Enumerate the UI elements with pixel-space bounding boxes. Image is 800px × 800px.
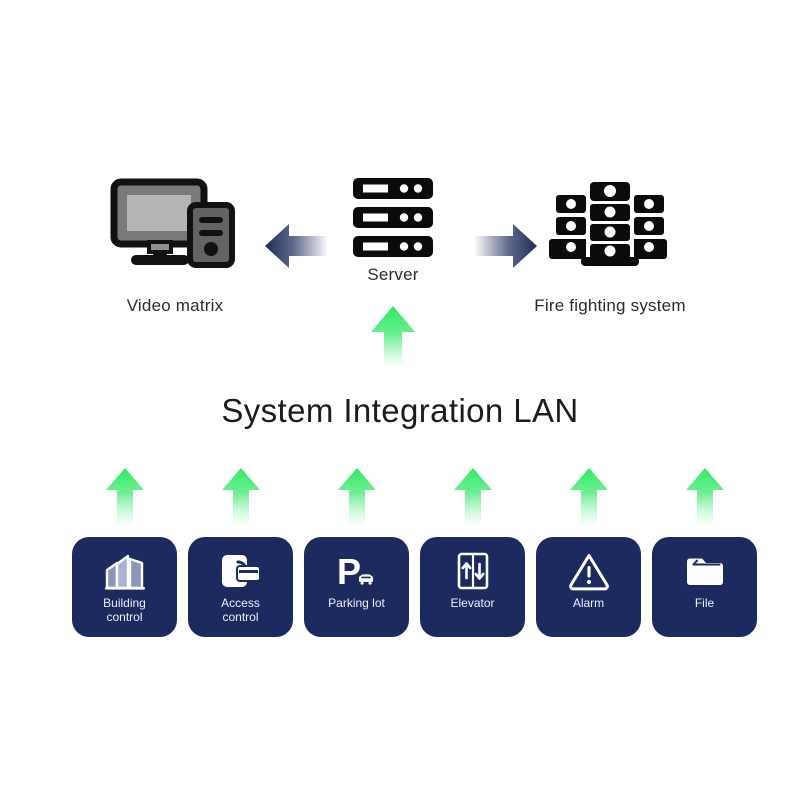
card-col-alarm: Alarm <box>536 468 641 638</box>
card-file[interactable]: File <box>652 537 757 637</box>
card-col-access-control: Access control <box>188 468 293 638</box>
card-reader-icon <box>220 550 262 592</box>
card-col-parking-lot: P Parking lot <box>304 468 409 638</box>
card-label-file: File <box>694 596 715 610</box>
card-alarm[interactable]: Alarm <box>536 537 641 637</box>
subsystem-card-row: Building control Access con <box>72 468 757 648</box>
building-blocks-icon <box>500 175 720 270</box>
arrow-up-icon <box>371 306 415 368</box>
card-building-control[interactable]: Building control <box>72 537 177 637</box>
arrow-left-icon <box>264 223 328 269</box>
page-title: System Integration LAN <box>221 392 579 429</box>
card-access-control[interactable]: Access control <box>188 537 293 637</box>
arrow-right-icon <box>474 223 538 269</box>
arrow-up-icon <box>337 468 376 526</box>
buildings-icon <box>104 550 146 592</box>
card-label-alarm: Alarm <box>572 596 605 610</box>
node-fire-fighting-system[interactable]: Fire fighting system <box>500 175 720 316</box>
warning-triangle-icon <box>568 550 610 592</box>
card-col-building-control: Building control <box>72 468 177 638</box>
node-label-video-matrix: Video matrix <box>126 296 224 315</box>
card-label-parking-lot: Parking lot <box>328 596 385 610</box>
arrow-up-icon <box>685 468 724 526</box>
arrow-up-icon <box>105 468 144 526</box>
arrow-up-icon <box>221 468 260 526</box>
node-label-server: Server <box>367 265 419 284</box>
card-parking-lot[interactable]: P Parking lot <box>304 537 409 637</box>
top-node-row: Video matrix <box>0 175 800 335</box>
card-label-access-control: Access control <box>221 596 260 624</box>
monitor-tower-icon <box>60 175 290 270</box>
node-video-matrix[interactable]: Video matrix <box>60 175 290 316</box>
arrow-up-icon <box>569 468 608 526</box>
elevator-doors-icon <box>452 550 494 592</box>
card-col-file: File <box>652 468 757 638</box>
svg-text:P: P <box>337 551 361 591</box>
node-server[interactable]: Server <box>328 175 458 285</box>
server-rack-icon <box>328 175 458 261</box>
node-label-fire-fighting-system: Fire fighting system <box>534 296 686 315</box>
card-col-elevator: Elevator <box>420 468 525 638</box>
folder-icon <box>684 550 726 592</box>
parking-car-icon: P <box>336 550 378 592</box>
card-label-elevator: Elevator <box>450 596 495 610</box>
card-elevator[interactable]: Elevator <box>420 537 525 637</box>
card-label-building-control: Building control <box>103 596 146 624</box>
arrow-up-icon <box>453 468 492 526</box>
